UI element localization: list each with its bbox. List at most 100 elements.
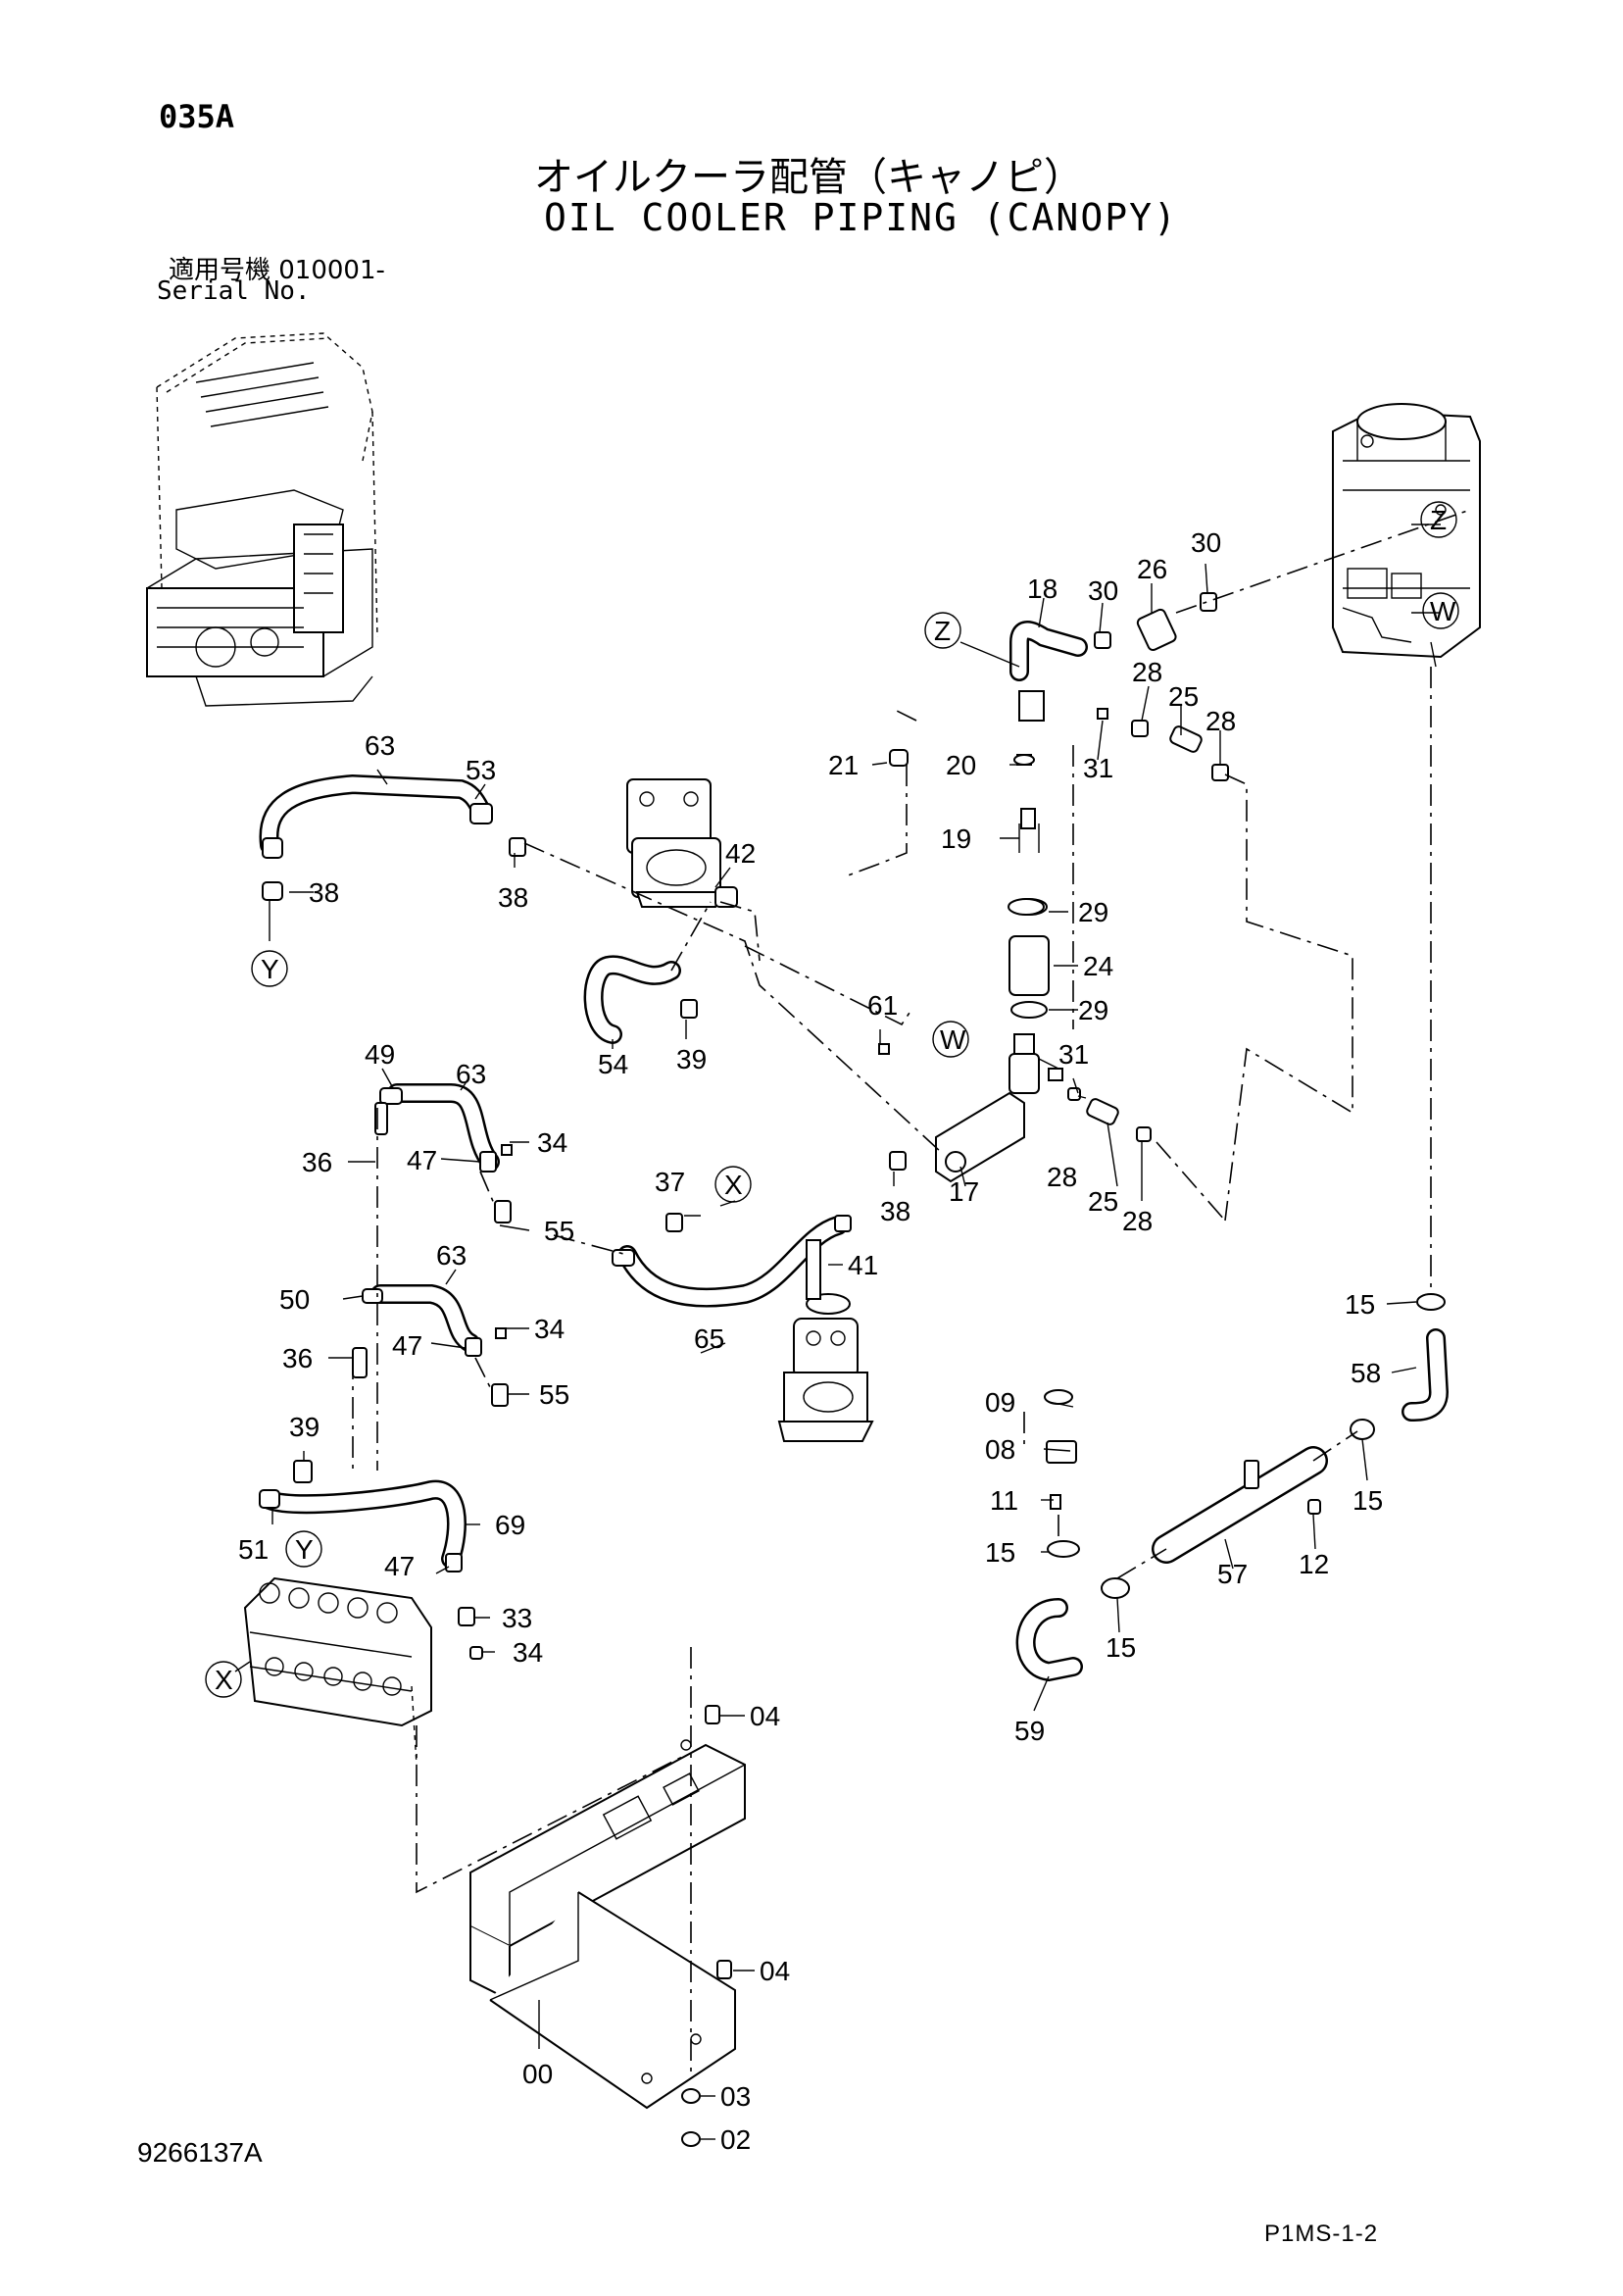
oil-cooler-unit (1332, 403, 1481, 668)
callout-y: Y (295, 1534, 314, 1565)
callout-03: 03 (720, 2081, 751, 2112)
callout-37: 37 (655, 1167, 685, 1197)
callout-55: 55 (539, 1379, 569, 1410)
callout-04: 04 (750, 1701, 780, 1731)
callout-57: 57 (1217, 1559, 1248, 1589)
callout-36: 36 (302, 1147, 332, 1177)
callout-02: 02 (720, 2124, 751, 2155)
callout-59: 59 (1014, 1716, 1045, 1746)
callout-09: 09 (985, 1387, 1015, 1418)
callout-00: 00 (522, 2059, 553, 2089)
callout-28: 28 (1205, 706, 1236, 736)
page-code: 035A (159, 98, 235, 135)
reference-circle-w (1422, 592, 1459, 629)
reference-circle-x (714, 1166, 752, 1203)
callout-54: 54 (598, 1049, 628, 1079)
hose-18 (1009, 621, 1088, 681)
callout-28: 28 (1122, 1206, 1153, 1236)
callout-33: 33 (502, 1603, 532, 1633)
callout-55: 55 (544, 1216, 574, 1246)
callout-47: 47 (392, 1330, 422, 1361)
callout-38: 38 (880, 1196, 910, 1226)
hose-58 (1402, 1328, 1450, 1422)
callout-20: 20 (946, 750, 976, 780)
callout-47: 47 (407, 1145, 437, 1175)
hose-63-top (259, 774, 490, 855)
tee-block-17 (935, 1033, 1040, 1183)
title-japanese: オイルクーラ配管（キャノピ） (534, 155, 1083, 200)
callout-15: 15 (1345, 1289, 1375, 1320)
callout-25: 25 (1168, 681, 1199, 712)
callout-38: 38 (309, 877, 339, 908)
hose-54 (583, 955, 681, 1044)
callout-30: 30 (1088, 575, 1118, 606)
callout-19: 19 (941, 824, 971, 854)
callout-63: 63 (456, 1059, 486, 1089)
callout-24: 24 (1083, 951, 1113, 981)
callout-47: 47 (384, 1551, 415, 1581)
control-valve-illustration (243, 1576, 432, 1766)
serial-label-english: Serial No. (157, 276, 311, 306)
callout-x: X (724, 1170, 743, 1200)
callout-41: 41 (848, 1250, 878, 1280)
callout-53: 53 (466, 755, 496, 785)
reference-circle-z (1420, 501, 1457, 538)
callout-15: 15 (1352, 1485, 1383, 1516)
callout-30: 30 (1191, 527, 1221, 558)
leader-lines (234, 524, 1441, 2140)
title-english: OIL COOLER PIPING (CANOPY) (544, 196, 1178, 239)
callout-61: 61 (867, 990, 898, 1021)
callout-28: 28 (1047, 1162, 1077, 1192)
callout-21: 21 (828, 750, 859, 780)
callout-11: 11 (990, 1485, 1018, 1516)
callout-y: Y (261, 954, 279, 984)
callout-17: 17 (949, 1176, 979, 1207)
callout-42: 42 (725, 838, 756, 869)
pipe-57 (1152, 1446, 1328, 1564)
callout-29: 29 (1078, 995, 1108, 1025)
callout-49: 49 (365, 1039, 395, 1070)
callout-31: 31 (1058, 1039, 1089, 1070)
callout-65: 65 (694, 1323, 724, 1354)
pump-illustration (626, 778, 722, 908)
callout-63: 63 (436, 1240, 467, 1271)
reference-circle-w (932, 1021, 969, 1058)
callout-w: W (940, 1024, 966, 1055)
callout-04: 04 (760, 1956, 790, 1986)
machine-overview-illustration (146, 332, 378, 707)
callout-63: 63 (365, 730, 395, 761)
connection-lines (352, 509, 1471, 2078)
callout-34: 34 (534, 1314, 565, 1344)
couplings-25-26 (1048, 608, 1203, 1125)
callout-31: 31 (1083, 753, 1113, 783)
serial-label-japanese: 適用号機 010001- (169, 256, 385, 285)
callout-28: 28 (1132, 657, 1162, 687)
callout-08: 08 (985, 1434, 1015, 1465)
callout-12: 12 (1299, 1549, 1329, 1579)
sheet-code: P1MS-1-2 (1264, 2221, 1379, 2247)
swing-motor-illustration (777, 1293, 874, 1442)
callout-58: 58 (1351, 1358, 1381, 1388)
hose-59 (1015, 1598, 1083, 1682)
callout-25: 25 (1088, 1186, 1118, 1217)
callout-50: 50 (279, 1284, 310, 1315)
reference-circle-x (205, 1661, 242, 1698)
callout-34: 34 (537, 1127, 567, 1158)
reference-circle-z (924, 612, 961, 649)
callout-18: 18 (1027, 574, 1057, 604)
callout-15: 15 (985, 1537, 1015, 1568)
fittings (259, 592, 1446, 2147)
callout-z: Z (934, 616, 951, 646)
hose-63-middle-lower (370, 1284, 480, 1353)
callout-51: 51 (238, 1534, 269, 1565)
callout-34: 34 (513, 1637, 543, 1668)
callout-39: 39 (676, 1044, 707, 1074)
mounting-frame (469, 1739, 746, 2110)
callout-36: 36 (282, 1343, 313, 1373)
callout-38: 38 (498, 882, 528, 913)
callout-29: 29 (1078, 897, 1108, 927)
callout-15: 15 (1106, 1632, 1136, 1663)
reference-circle-y (285, 1530, 322, 1568)
callout-26: 26 (1137, 554, 1167, 584)
elbow-24-stack (1008, 690, 1050, 1019)
